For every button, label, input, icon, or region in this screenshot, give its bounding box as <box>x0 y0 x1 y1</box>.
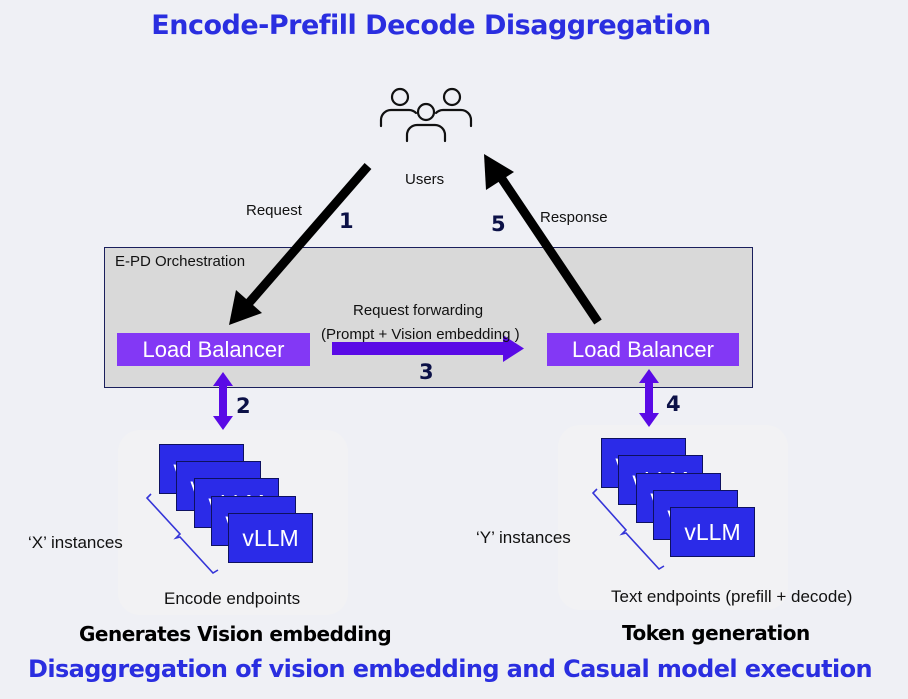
diagram-footer: Disaggregation of vision embedding and C… <box>28 655 873 683</box>
request-label: Request <box>246 202 302 219</box>
load-balancer-text: Load Balancer <box>547 333 739 366</box>
diagram-title: Encode-Prefill Decode Disaggregation <box>151 10 711 41</box>
encode-endpoints-label: Encode endpoints <box>164 589 301 608</box>
forwarding-label: Request forwarding <box>353 302 484 319</box>
text-heading: Token generation <box>622 621 810 645</box>
load-balancer-encode: Load Balancer <box>117 333 310 366</box>
step-2: 2 <box>236 394 251 418</box>
text-instances-brace <box>591 488 665 571</box>
forwarding-arrow <box>332 335 524 362</box>
forwarding-payload-label: (Prompt + Vision embedding ) <box>321 326 520 343</box>
step-3: 3 <box>419 360 434 384</box>
response-arrow <box>484 154 602 325</box>
orchestration-label: E-PD Orchestration <box>115 253 246 270</box>
users-label: Users <box>405 171 445 188</box>
text-endpoints-label: Text endpoints (prefill + decode) <box>611 587 853 606</box>
text-vllm-instance: vLLM <box>670 507 755 557</box>
text-double-arrow <box>639 369 659 427</box>
encode-double-arrow <box>213 372 233 430</box>
encode-instances-label: ‘X’ instances <box>28 533 123 552</box>
request-arrow <box>229 163 372 325</box>
text-instances-label: ‘Y’ instances <box>476 528 571 547</box>
encode-instances-brace <box>145 493 219 575</box>
encode-vllm-instance: vLLM <box>228 513 313 563</box>
users-icon <box>379 87 473 143</box>
step-4: 4 <box>666 392 681 416</box>
step-1: 1 <box>339 209 354 233</box>
response-label: Response <box>540 209 608 226</box>
encode-heading: Generates Vision embedding <box>79 622 392 646</box>
step-5: 5 <box>491 212 506 236</box>
